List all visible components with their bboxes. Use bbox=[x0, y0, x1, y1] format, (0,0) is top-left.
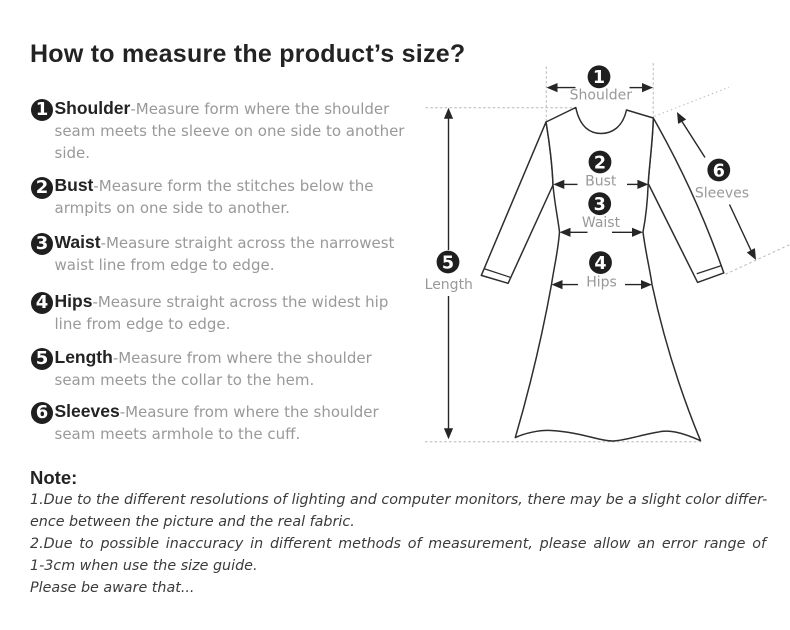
desc-length: -Measure from where the shoulder seam me… bbox=[54, 348, 372, 389]
sleeves-arrow-bottom-head bbox=[746, 248, 756, 260]
number-badge-5: 5 bbox=[31, 348, 53, 370]
measure-hips: 4 Hips bbox=[551, 251, 652, 291]
number-badge-2: 2 bbox=[31, 176, 53, 199]
marker-label-shoulder: Shoulder bbox=[570, 87, 633, 103]
desc-hips: -Measure straight across the widest hip … bbox=[54, 292, 389, 333]
desc-waist: -Measure straight across the narrowest w… bbox=[54, 233, 395, 274]
term-bust: Bust bbox=[54, 175, 94, 195]
note-line-4: 1-3cm when use the size guide. bbox=[30, 558, 258, 574]
marker-circle-5 bbox=[436, 250, 460, 274]
hips-arrow-left-head bbox=[551, 280, 563, 290]
list-item-text: Hips-Measure straight across the widest … bbox=[55, 290, 408, 336]
marker-label-hips: Hips bbox=[586, 275, 617, 291]
number-badge-1: 1 bbox=[31, 99, 53, 121]
marker-label-length: Length bbox=[425, 277, 473, 293]
marker-label-waist: Waist bbox=[582, 215, 621, 231]
number-badge-4: 4 bbox=[31, 292, 53, 314]
marker-circle-1 bbox=[587, 65, 611, 89]
measure-sleeves: 6 Sleeves bbox=[677, 112, 756, 260]
guide-diagonal-cuff bbox=[725, 244, 790, 275]
desc-sleeves: -Measure from where the shoulder seam me… bbox=[54, 402, 379, 443]
dress-left-cuff-seam bbox=[484, 268, 511, 278]
length-arrow-top-head bbox=[443, 107, 454, 119]
guide-diagonal-shoulder bbox=[654, 86, 730, 117]
list-item-text: Length-Measure from where the shoulder s… bbox=[55, 346, 408, 392]
marker-number-3: 3 bbox=[594, 195, 606, 215]
measure-waist: 3 Waist bbox=[559, 192, 643, 237]
shoulder-arrow-right-head bbox=[642, 83, 653, 93]
note-heading: Note: bbox=[30, 467, 78, 488]
term-shoulder: Shoulder bbox=[54, 97, 131, 118]
waist-arrow-right-head bbox=[632, 227, 643, 237]
shoulder-arrow-left-head bbox=[546, 83, 558, 93]
sleeves-arrow-top-head bbox=[677, 112, 687, 124]
note-line-3: 2.Due to possible inaccuracy in differen… bbox=[30, 536, 766, 552]
marker-number-5: 5 bbox=[442, 253, 454, 273]
marker-number-1: 1 bbox=[593, 68, 605, 88]
note-lines: 1.Due to the different resolutions of li… bbox=[30, 489, 768, 599]
marker-number-4: 4 bbox=[594, 254, 606, 274]
marker-circle-2 bbox=[588, 150, 612, 174]
dress-left-sleeve bbox=[480, 121, 554, 285]
list-item-text: Sleeves-Measure from where the shoulder … bbox=[55, 400, 408, 446]
list-item-text: Bust-Measure form the stitches below the… bbox=[55, 174, 408, 220]
note-line-2: ence between the picture and the real fa… bbox=[30, 514, 355, 530]
term-hips: Hips bbox=[54, 290, 93, 311]
sleeves-arrow-lower-line bbox=[728, 204, 752, 251]
length-arrow-bottom-head bbox=[443, 428, 454, 440]
bust-arrow-right-head bbox=[637, 179, 649, 189]
list-item-text: Waist-Measure straight across the narrow… bbox=[55, 231, 408, 277]
marker-label-sleeves: Sleeves bbox=[695, 185, 749, 201]
desc-shoulder: -Measure form where the shoulder seam me… bbox=[54, 99, 405, 163]
measure-definitions-list: 1 Shoulder-Measure form where the should… bbox=[31, 97, 408, 446]
dress-right-cuff-seam bbox=[696, 265, 722, 275]
note-line-1: 1.Due to the different resolutions of li… bbox=[30, 492, 768, 508]
bust-arrow-left-head bbox=[553, 179, 565, 189]
note-line-5: Please be aware that... bbox=[30, 580, 195, 596]
dress-drawing bbox=[480, 106, 725, 442]
number-badge-3: 3 bbox=[31, 233, 53, 255]
marker-number-2: 2 bbox=[594, 153, 606, 173]
desc-bust: -Measure form the stitches below the arm… bbox=[54, 177, 374, 218]
dress-body bbox=[514, 106, 702, 442]
measure-bust: 2 Bust bbox=[553, 150, 649, 190]
page-title: How to measure the product’s size? bbox=[30, 40, 466, 68]
term-sleeves: Sleeves bbox=[54, 400, 120, 421]
list-item-text: Shoulder-Measure form where the shoulder… bbox=[55, 97, 408, 165]
marker-label-bust: Bust bbox=[585, 174, 617, 190]
marker-circle-6 bbox=[707, 158, 731, 182]
sleeves-arrow-upper-line bbox=[681, 121, 706, 158]
hips-arrow-right-head bbox=[641, 280, 652, 290]
term-waist: Waist bbox=[54, 231, 101, 252]
marker-circle-3 bbox=[588, 192, 612, 216]
measure-length: 5 Length bbox=[425, 107, 473, 440]
measure-shoulder: 1 Shoulder bbox=[546, 65, 653, 103]
marker-number-6: 6 bbox=[713, 161, 725, 181]
note-section: Note: 1.Due to the different resolutions… bbox=[30, 467, 768, 599]
number-badge-6: 6 bbox=[31, 402, 53, 424]
waist-arrow-left-head bbox=[559, 227, 571, 237]
marker-circle-4 bbox=[589, 251, 612, 274]
term-length: Length bbox=[54, 346, 113, 367]
